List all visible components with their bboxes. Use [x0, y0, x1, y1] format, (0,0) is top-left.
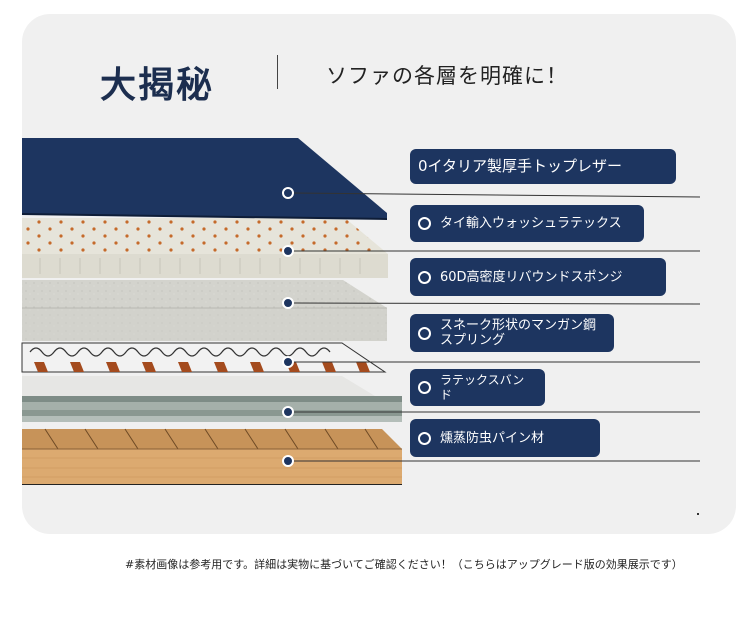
- page-subtitle: ソファの各層を明確に！: [326, 64, 568, 88]
- page-title: 大揭秘: [100, 65, 215, 106]
- layer-pine-wood: [22, 428, 402, 485]
- layer-label-latex: タイ輸入ウォッシュラテックス: [410, 205, 644, 242]
- ring-icon: [418, 270, 431, 284]
- ring-icon: [418, 326, 431, 340]
- title-divider: [277, 55, 278, 89]
- layer-markers: [282, 187, 294, 467]
- layer-top-leather: [21, 138, 388, 220]
- layer-serpentine-spring: [21, 342, 387, 373]
- layer-label-pine-wood: 燻蒸防虫パイン材: [410, 419, 600, 457]
- ring-icon: [418, 217, 431, 230]
- layer-foam: [22, 280, 387, 341]
- layer-label-latex-band: ラテックスバンド: [410, 369, 545, 406]
- leader-lines: [292, 192, 701, 462]
- layer-label-foam: 60D高密度リバウンドスポンジ: [410, 258, 666, 296]
- ring-icon: [418, 431, 431, 445]
- layer-label-spring: スネーク形状のマンガン鋼 スプリング: [410, 314, 614, 352]
- layer-label-top-leather: 0イタリア製厚手トップレザー: [410, 149, 676, 184]
- footnote: #素材画像は参考用です。詳細は実物に基づいてご確認ください！（こちらはアップグレ…: [125, 558, 683, 571]
- decorative-dot: [697, 513, 699, 515]
- ring-icon: [418, 381, 431, 394]
- layer-latex-band: [22, 376, 402, 422]
- layer-latex: [22, 218, 388, 278]
